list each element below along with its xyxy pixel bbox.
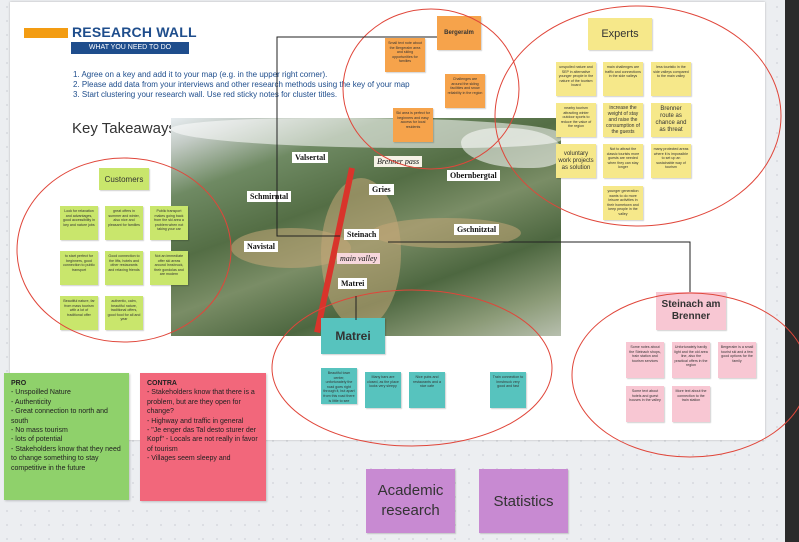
steinach-note[interactable]: Unfortunately hardly light and the old a… — [672, 342, 710, 378]
customers-note[interactable]: Public transport makes going back from t… — [150, 206, 188, 240]
experts-note[interactable]: many protected areas where it is impossi… — [651, 144, 691, 178]
experts-note[interactable]: nearby tourism attracting winter outdoor… — [556, 103, 596, 137]
instruction-item: 3. Start clustering your research wall. … — [73, 90, 338, 99]
pro-item: - Stakeholders know that they need to ch… — [11, 445, 121, 472]
map-label-gschnitztal[interactable]: Gschnitztal — [454, 224, 500, 235]
right-edge-panel — [785, 0, 799, 542]
instruction-item: 2. Please add data from your interviews … — [73, 80, 410, 89]
instruction-item: 1. Agree on a key and add it to your map… — [73, 70, 328, 79]
contra-item: - Highway and traffic in general — [147, 417, 244, 425]
experts-note[interactable]: main challenges are traffic and connecti… — [603, 62, 643, 96]
map-label-brenner-pass[interactable]: Brenner pass — [374, 156, 423, 167]
page-title: RESEARCH WALL — [72, 24, 197, 40]
steinach-note[interactable]: Bergeralm is a small tourist ski and a f… — [718, 342, 756, 378]
pro-item: - Great connection to north and south — [11, 408, 108, 425]
valley-map-image[interactable] — [171, 118, 561, 336]
customers-note[interactable]: authentic, calm, beautiful nature, tradi… — [105, 296, 143, 330]
steinach-note[interactable]: Some notes about the Steinach shops, tra… — [626, 342, 664, 378]
contra-item: - Stakeholders know that there is a prob… — [147, 389, 255, 416]
academic-research-note[interactable]: Academic research — [366, 469, 455, 533]
map-label-valsertal[interactable]: Valsertal — [292, 152, 329, 163]
customers-note[interactable]: Look for relaxation and advantages, good… — [60, 206, 98, 240]
steinach-note[interactable]: More text about the connection to the tr… — [672, 386, 710, 422]
experts-note[interactable]: less touristic in the side valleys compa… — [651, 62, 691, 96]
contra-heading: CONTRA — [147, 380, 177, 387]
customers-note[interactable]: Good connection to the lifts, hotels and… — [105, 251, 143, 285]
experts-note[interactable]: voluntary work projects as solution — [556, 144, 596, 178]
experts-note[interactable]: increase the weight of stay and raise th… — [603, 103, 643, 137]
customers-note[interactable]: great offers in summer and winter, also … — [105, 206, 143, 240]
page-subtitle: WHAT YOU NEED TO DO — [71, 42, 189, 54]
pro-item: - lots of potential — [11, 436, 63, 444]
customers-note[interactable]: to start perfect for beginners, good con… — [60, 251, 98, 285]
matrei-note[interactable]: Many bars are closed, as the place looks… — [365, 372, 401, 408]
pro-item: - Unspoilled Nature — [11, 389, 71, 397]
pro-item: - No mass tourism — [11, 427, 68, 435]
map-label-navistal[interactable]: Navistal — [244, 241, 278, 252]
map-snow-ridge — [461, 128, 561, 168]
steinach-note[interactable]: Some text about hotels and guest houses … — [626, 386, 664, 422]
instructions-list: 1. Agree on a key and add it to your map… — [73, 70, 410, 100]
map-label-obernbergtal[interactable]: Obernbergtal — [447, 170, 500, 181]
experts-note[interactable]: unspoiled nature and SEP in alternative … — [556, 62, 596, 96]
key-takeaways-heading: Key Takeaways — [72, 120, 176, 137]
customers-note[interactable]: Beautiful nature, far from mass tourism … — [60, 296, 98, 330]
map-label-matrei[interactable]: Matrei — [338, 278, 368, 289]
experts-title-note[interactable]: Experts — [588, 18, 652, 50]
bergeralm-note[interactable]: Challenges are around the skiing facilit… — [445, 74, 485, 108]
statistics-note[interactable]: Statistics — [479, 469, 568, 533]
contra-note[interactable]: CONTRA - Stakeholders know that there is… — [140, 373, 266, 501]
matrei-title-note[interactable]: Matrei — [321, 318, 385, 354]
pro-note[interactable]: PRO - Unspoilled Nature - Authenticity -… — [4, 373, 129, 500]
matrei-note[interactable]: Beautiful town center, unfortunately the… — [321, 368, 357, 404]
pro-item: - Authenticity — [11, 398, 52, 406]
map-label-main-valley[interactable]: main valley — [337, 253, 381, 264]
map-label-steinach[interactable]: Steinach — [344, 229, 380, 240]
title-accent-bar — [24, 28, 68, 38]
bergeralm-note[interactable]: Small text note about the Bergeralm area… — [385, 38, 425, 72]
matrei-note[interactable]: Train connection to Innsbruck very good … — [490, 372, 526, 408]
steinach-title-note[interactable]: Steinach am Brenner — [656, 292, 726, 330]
matrei-note[interactable]: Nice pubs and restaurants and a nice caf… — [409, 372, 445, 408]
customers-note[interactable]: Not an immediate offer ski areas around … — [150, 251, 188, 285]
experts-note[interactable]: younger generation wants to do more leis… — [603, 186, 643, 220]
experts-note[interactable]: Not to attract the classic tourists more… — [603, 144, 643, 178]
contra-item: - Villages seem sleepy and — [147, 455, 231, 463]
contra-item: - "Je enger das Tal desto sturer der Kop… — [147, 427, 258, 453]
customers-title-note[interactable]: Customers — [99, 168, 149, 190]
bergeralm-title-note[interactable]: Bergeralm — [437, 16, 481, 50]
experts-note[interactable]: Brenner route as chance and as threat — [651, 103, 691, 137]
bergeralm-note[interactable]: Ski area is perfect for beginners and ea… — [393, 108, 433, 142]
map-label-gries[interactable]: Gries — [369, 184, 394, 195]
map-label-schmirntal[interactable]: Schmirntal — [247, 191, 292, 202]
pro-heading: PRO — [11, 380, 27, 387]
